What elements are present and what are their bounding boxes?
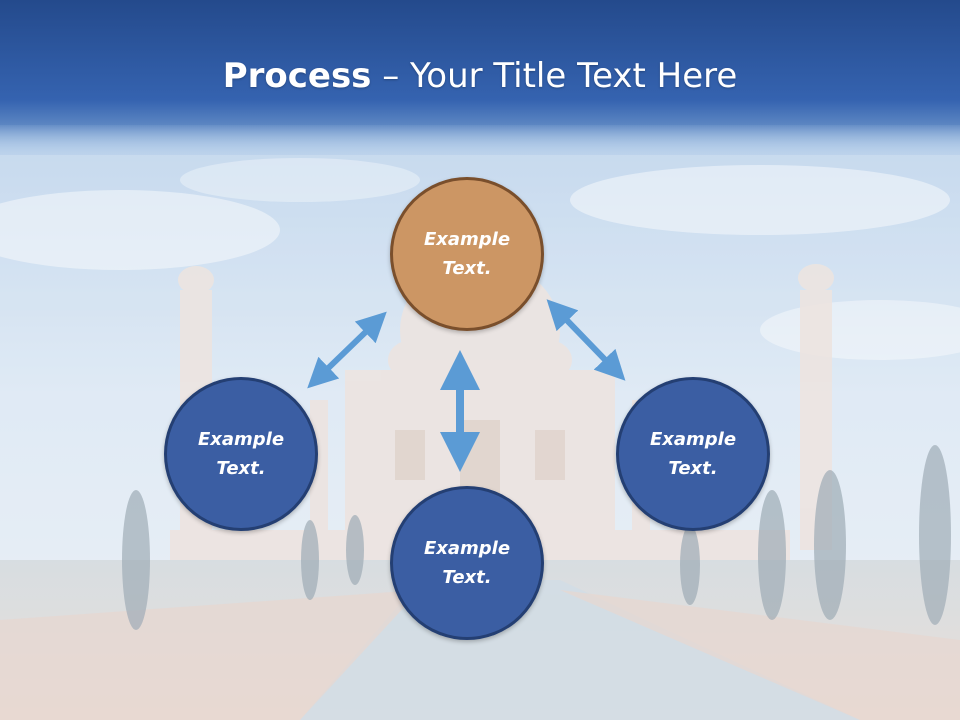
node-top-label: Example Text. xyxy=(423,229,511,279)
title-bold: Process xyxy=(222,56,372,96)
title-rest: – Your Title Text Here xyxy=(371,56,738,96)
node-left: Example Text. xyxy=(164,377,318,531)
node-bottom-label: Example Text. xyxy=(423,538,511,588)
node-top: Example Text. xyxy=(390,177,544,331)
slide-title: Process – Your Title Text Here xyxy=(0,48,960,104)
double-arrow-icon xyxy=(307,311,387,389)
double-arrow-icon xyxy=(546,299,626,381)
node-right-label: Example Text. xyxy=(649,429,737,479)
node-bottom: Example Text. xyxy=(390,486,544,640)
node-right: Example Text. xyxy=(616,377,770,531)
node-left-label: Example Text. xyxy=(197,429,285,479)
